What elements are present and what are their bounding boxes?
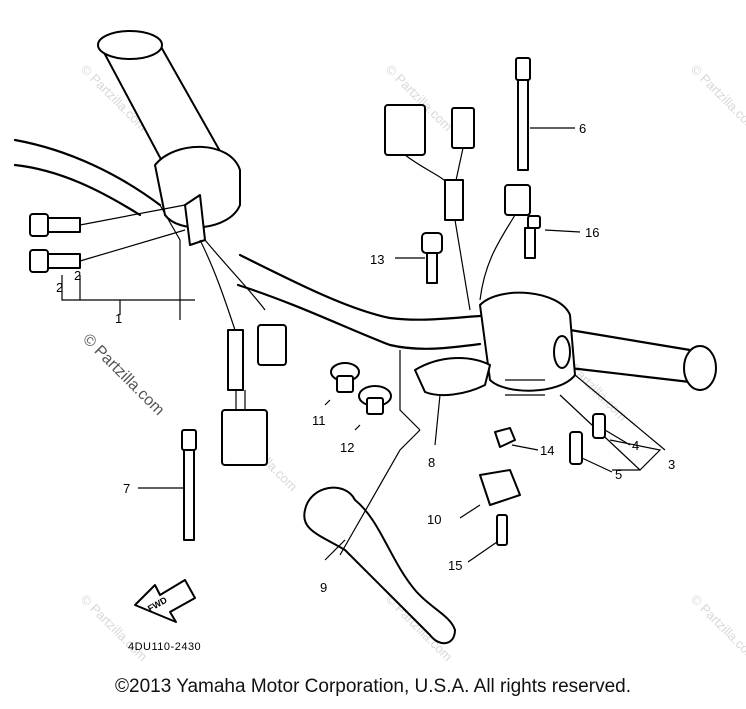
left-grip-assembly (97, 30, 287, 466)
bolts-2 (29, 204, 195, 315)
callout-12: 12 (340, 440, 354, 455)
callout-15: 15 (448, 558, 462, 573)
small-hardware (395, 215, 631, 563)
copyright-notice: ©2013 Yamaha Motor Corporation, U.S.A. A… (115, 676, 631, 697)
watermark-8: © Partzilla.com (688, 592, 746, 665)
fwd-arrow: FWD (134, 579, 196, 623)
brake-lever-9 (303, 429, 456, 645)
callout-5: 5 (615, 467, 622, 482)
callout-11: 11 (312, 413, 326, 428)
callout-8: 8 (428, 455, 435, 470)
callout-10: 10 (427, 512, 441, 527)
diagram-code: 4DU110-2430 (128, 641, 201, 653)
brake-switch-10 (459, 469, 521, 519)
callout-14: 14 (540, 443, 554, 458)
right-switch-assembly (384, 104, 717, 471)
lever-bracket (324, 350, 491, 446)
callouts: 1 2 2 3 4 5 6 7 8 9 10 11 12 13 14 15 16 (56, 121, 675, 595)
handlebar (13, 138, 692, 384)
callout-2a: 2 (56, 280, 63, 295)
callout-9: 9 (320, 580, 327, 595)
watermark-strong: © Partzilla.com (79, 331, 167, 419)
watermark-3: © Partzilla.com (688, 62, 746, 135)
callout-1: 1 (115, 311, 122, 326)
callout-3: 3 (668, 457, 675, 472)
callout-7: 7 (123, 481, 130, 496)
cable-tie-7 (138, 429, 197, 541)
callout-16: 16 (585, 225, 599, 240)
cable-tie-6 (515, 57, 575, 171)
callout-13: 13 (370, 252, 384, 267)
callout-2b: 2 (74, 268, 81, 283)
callout-6: 6 (579, 121, 586, 136)
